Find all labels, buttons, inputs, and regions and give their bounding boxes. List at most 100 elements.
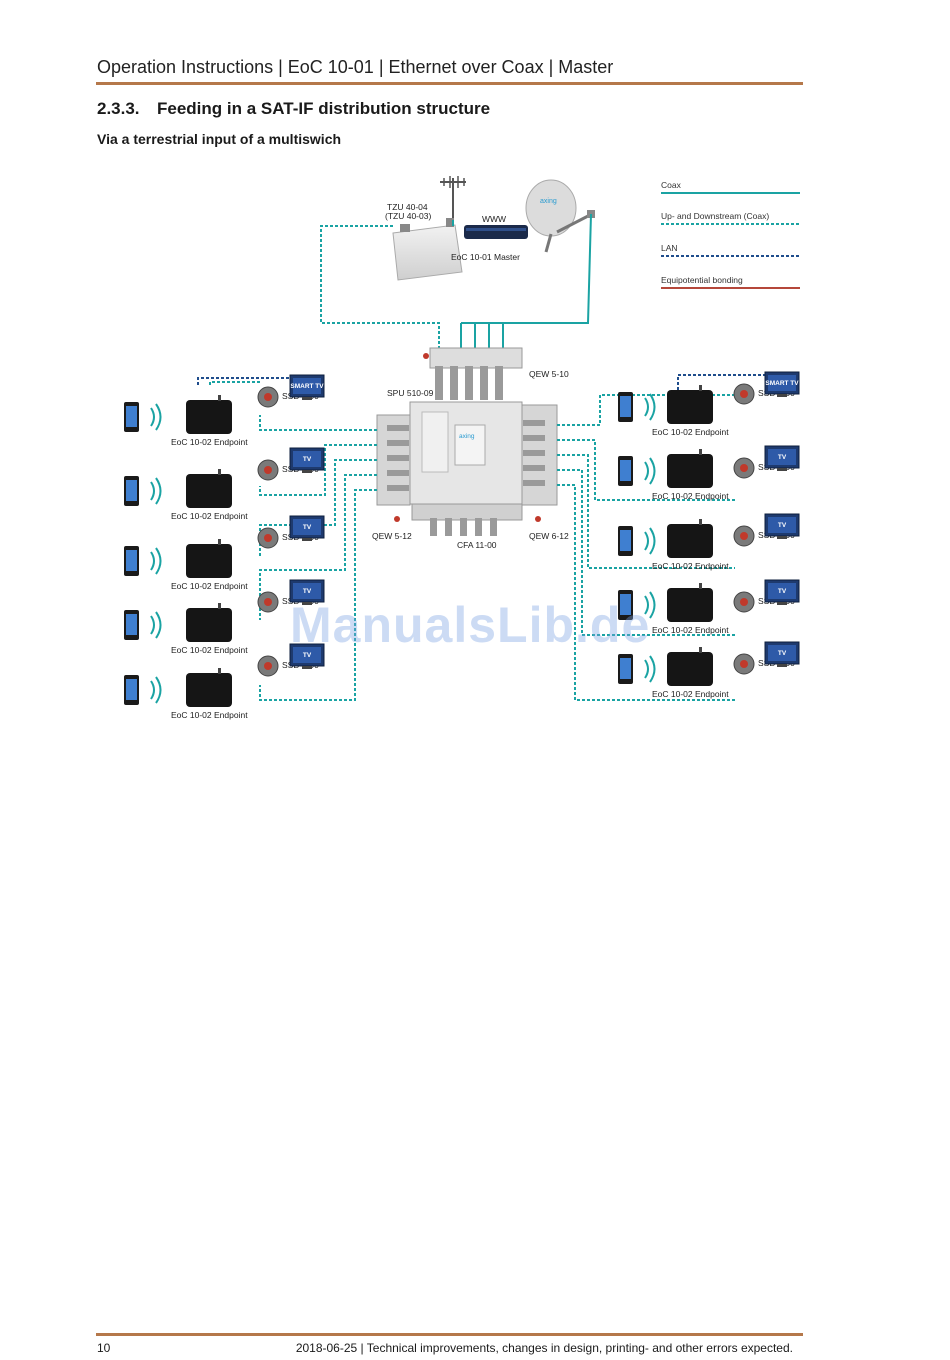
right-row-3-endpoint-label: EoC 10-02 Endpoint (652, 625, 729, 635)
right-row-1-endpoint-port (699, 449, 702, 455)
right-row-0-endpoint-device (667, 390, 713, 424)
right-row-4-tv-icon-screen (768, 645, 796, 661)
multiswitch-brand-label: axing (459, 433, 475, 440)
right-row-2-ssd-splitter-core (740, 532, 748, 540)
master-label: EoC 10-01 Master (451, 252, 520, 262)
legend: Coax Up- and Downstream (Coax) LAN Equip… (661, 180, 800, 289)
left-row-3-endpoint-port (218, 603, 221, 609)
right-row-2-tv-icon-stand (777, 536, 787, 539)
left-row-0-wifi-icon (150, 407, 155, 427)
coax-line-left-upper (209, 381, 260, 385)
left-row-1-wifi-icon-outer (155, 477, 162, 505)
left-row-1-endpoint-label: EoC 10-02 Endpoint (171, 511, 248, 521)
header-divider (96, 82, 803, 85)
left-row-2-endpoint-port (218, 539, 221, 545)
spu-multiswitch-device: axing (376, 401, 558, 536)
left-row-0-smartphone-screen (126, 406, 137, 427)
left-row-3-endpoint-device (186, 608, 232, 642)
left-row-1-endpoint-port (218, 469, 221, 475)
terrestrial-antenna-icon (440, 176, 466, 220)
right-row-1-tv-icon-screen (768, 449, 796, 465)
left-row-0-ssd-splitter-core (264, 393, 272, 401)
right-row-2-tv-icon-label: TV (778, 522, 787, 529)
right-row-1-tv-icon-label: TV (778, 454, 787, 461)
right-row-3-tv-icon-screen (768, 583, 796, 599)
left-row-2-smartphone-screen (126, 550, 137, 571)
right-row-0-wifi-icon (644, 397, 649, 417)
left-row-2-wifi-icon (150, 551, 155, 571)
right-row-4-ssd-splitter-core (740, 660, 748, 668)
left-row-4-endpoint-port (218, 668, 221, 674)
lan-line-right-smart-tv (677, 374, 770, 390)
left-row-0-smart-tv-icon-screen (293, 378, 321, 394)
satellite-dish-icon: axing (525, 179, 595, 253)
right-row-1-endpoint-label: EoC 10-02 Endpoint (652, 491, 729, 501)
coax-tzu-loop (320, 225, 440, 355)
left-row-1-wifi-icon (150, 481, 155, 501)
left-row-2-ssd-splitter-core (264, 534, 272, 542)
right-row-2-endpoint-port (699, 519, 702, 525)
right-row-4-wifi-icon (644, 659, 649, 679)
www-label: WWW (482, 214, 506, 224)
tzu-model-label: TZU 40-04 (387, 202, 428, 212)
right-row-1-tv-icon-stand (777, 468, 787, 471)
qew-5-10-splitter (423, 347, 523, 400)
left-row-3-tv-icon-stand (302, 602, 312, 605)
right-row-0-smart-tv-icon-stand (777, 394, 787, 397)
left-row-1-tv-icon-label: TV (303, 456, 312, 463)
right-row-4-wifi-icon-outer (649, 655, 656, 683)
right-row-3-endpoint-device (667, 588, 713, 622)
right-row-0-smart-tv-icon-screen (768, 375, 796, 391)
qew-left-label: QEW 5-12 (372, 531, 412, 541)
qew-top-label: QEW 5-10 (529, 369, 569, 379)
right-row-4-endpoint-port (699, 647, 702, 653)
right-row-1-smartphone-screen (620, 460, 631, 481)
left-row-2-endpoint-label: EoC 10-02 Endpoint (171, 581, 248, 591)
page-number: 10 (97, 1341, 111, 1355)
left-row-1-ssd-splitter-core (264, 466, 272, 474)
right-row-2-wifi-icon-outer (649, 527, 656, 555)
right-row-1-wifi-icon (644, 461, 649, 481)
legend-label-lan: LAN (661, 243, 678, 253)
eoc-master-device (464, 225, 528, 239)
left-row-4-wifi-icon-outer (155, 676, 162, 704)
right-row-3-wifi-icon-outer (649, 591, 656, 619)
right-row-3-ssd-splitter-core (740, 598, 748, 606)
right-row-2-endpoint-device (667, 524, 713, 558)
left-row-4-tv-icon-screen (293, 647, 321, 663)
right-row-2-wifi-icon (644, 531, 649, 551)
left-row-4-smartphone-screen (126, 679, 137, 700)
section-title: Feeding in a SAT-IF distribution structu… (157, 99, 491, 118)
right-row-0-smart-tv-icon-label: SMART TV (765, 380, 799, 387)
tzu-amplifier-device (392, 218, 463, 281)
left-row-3-wifi-icon-outer (155, 611, 162, 639)
section-number: 2.3.3. (97, 99, 140, 118)
right-row-1-endpoint-device (667, 454, 713, 488)
legend-label-updown: Up- and Downstream (Coax) (661, 211, 769, 221)
right-row-2-tv-icon-screen (768, 517, 796, 533)
left-row-2-tv-icon-label: TV (303, 524, 312, 531)
legend-label-bonding: Equipotential bonding (661, 275, 743, 285)
left-row-3-smartphone-screen (126, 614, 137, 635)
spu-label: SPU 510-09 (387, 388, 434, 398)
left-row-2-tv-icon-screen (293, 519, 321, 535)
section-heading: 2.3.3. Feeding in a SAT-IF distribution s… (97, 99, 490, 119)
right-row-4-smartphone-screen (620, 658, 631, 679)
qew-right-label: QEW 6-12 (529, 531, 569, 541)
legend-label-coax: Coax (661, 180, 682, 190)
left-row-3-ssd-splitter-core (264, 598, 272, 606)
left-row-4-wifi-icon (150, 680, 155, 700)
right-row-1-ssd-splitter-core (740, 464, 748, 472)
right-row-3-endpoint-port (699, 583, 702, 589)
dish-brand-label: axing (540, 198, 557, 205)
right-row-0-wifi-icon-outer (649, 393, 656, 421)
left-row-4-ssd-splitter-core (264, 662, 272, 670)
right-row-3-tv-icon-label: TV (778, 588, 787, 595)
right-row-0-endpoint-label: EoC 10-02 Endpoint (652, 427, 729, 437)
right-row-4-tv-icon-stand (777, 664, 787, 667)
footer-divider (96, 1333, 803, 1336)
left-row-1-endpoint-device (186, 474, 232, 508)
left-row-0-smart-tv-icon-label: SMART TV (290, 383, 324, 390)
subheading: Via a terrestrial input of a multiswich (97, 131, 342, 147)
left-row-1-tv-icon-screen (293, 451, 321, 467)
